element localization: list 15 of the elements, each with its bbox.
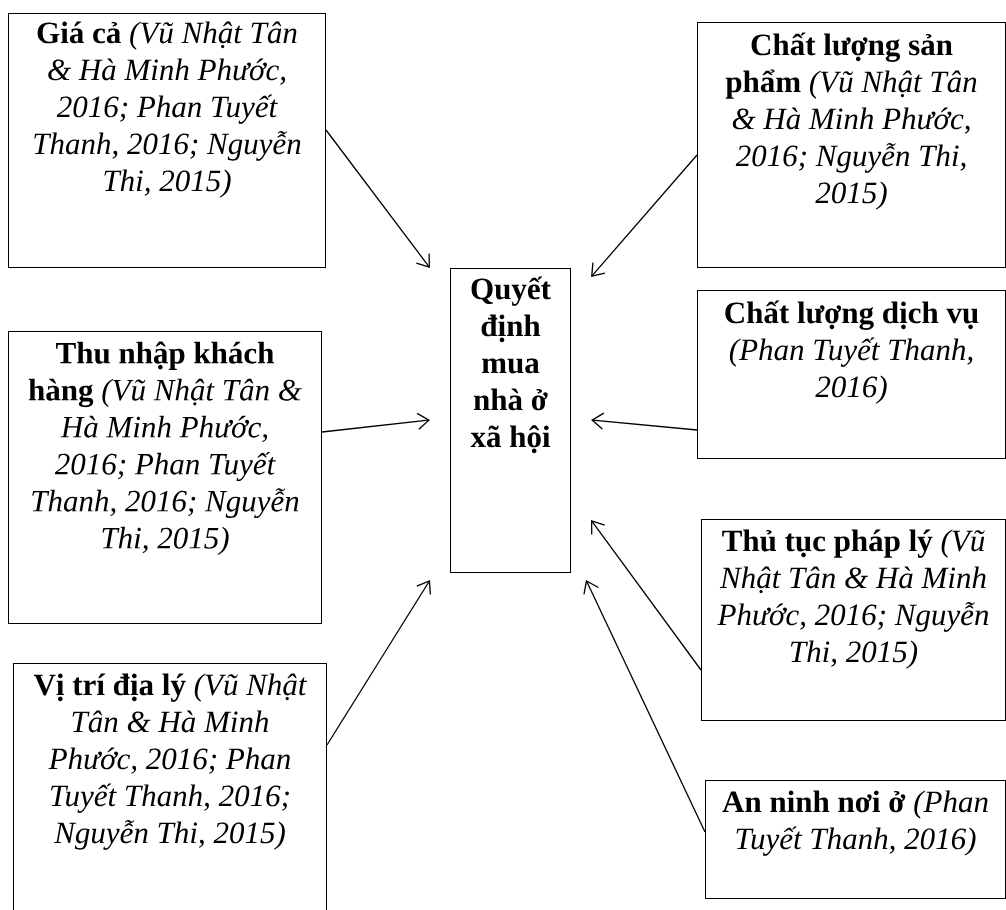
arrow — [583, 580, 706, 833]
decision-box: Quyết định mua nhà ở xã hội — [450, 268, 571, 573]
factor-box: Vị trí địa lý (Vũ Nhật Tân & Hà Minh Phước, 2016; Phan Tuyết Thanh, 2016; Nguyễn Thi, 2015) — [13, 663, 327, 910]
arrow — [591, 154, 698, 277]
factor-box: Chất lượng dịch vụ (Phan Tuyết Thanh, 2016) — [697, 290, 1006, 459]
arrow — [325, 129, 430, 268]
factor-box: An ninh nơi ở (Phan Tuyết Thanh, 2016) — [705, 780, 1006, 899]
arrow — [591, 412, 698, 431]
arrow — [591, 520, 702, 671]
factor-box: Thu nhập khách hàng (Vũ Nhật Tân & Hà Minh Phước, 2016; Phan Tuyết Thanh, 2016; Nguyễn Thi, 2015) — [8, 331, 322, 624]
factor-box: Thủ tục pháp lý (Vũ Nhật Tân & Hà Minh Phước, 2016; Nguyễn Thi, 2015) — [701, 519, 1006, 721]
arrow — [326, 580, 432, 746]
arrow — [321, 412, 430, 433]
factor-box: Chất lượng sản phẩm (Vũ Nhật Tân & Hà Minh Phước, 2016; Nguyễn Thi, 2015) — [697, 22, 1006, 268]
factor-box: Giá cả (Vũ Nhật Tân & Hà Minh Phước, 2016; Phan Tuyết Thanh, 2016; Nguyễn Thi, 2015) — [8, 13, 326, 268]
